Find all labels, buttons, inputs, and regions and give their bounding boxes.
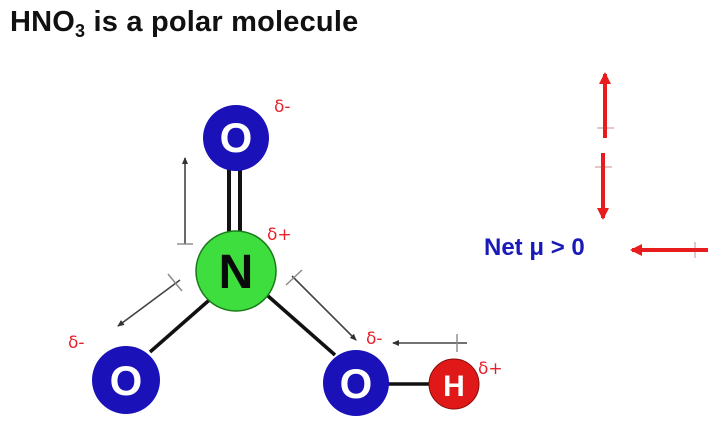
- bond-n-o-left: [148, 293, 217, 354]
- atom-n-symbol: N: [219, 246, 254, 299]
- charge-h: δ+: [478, 359, 503, 379]
- atom-n-center: N: [195, 230, 277, 312]
- atom-o-right: O: [323, 350, 389, 416]
- charge-o-right: δ-: [366, 329, 383, 349]
- net-resultant-arrow-left: [630, 242, 708, 258]
- title-formula: HNO: [10, 6, 76, 38]
- bond-n-o-right: [266, 294, 337, 357]
- charge-o-top: δ-: [274, 97, 291, 117]
- title-text: is a polar molecule: [85, 6, 359, 38]
- atom-h: H: [428, 358, 480, 410]
- atom-o-top-symbol: O: [220, 114, 253, 161]
- charge-o-left: δ-: [68, 333, 85, 353]
- dipole-arrow-down-left: [117, 273, 183, 327]
- bonds: [148, 168, 432, 386]
- dipole-arrow-up: [177, 157, 193, 245]
- dipole-arrow-down-right: [285, 269, 357, 341]
- atom-h-symbol: H: [443, 370, 465, 403]
- page-title: HNO3 is a polar molecule: [10, 6, 358, 42]
- resultant-arrow-up: [597, 72, 614, 138]
- atom-o-left-symbol: O: [110, 357, 143, 404]
- resultant-arrow-down: [595, 153, 612, 220]
- resultant-vectors: [595, 72, 708, 258]
- atom-o-left: O: [92, 346, 160, 414]
- atom-o-top: O: [203, 105, 269, 171]
- atom-o-right-symbol: O: [340, 360, 373, 407]
- bond-dipole-arrows: [117, 157, 467, 352]
- title-subscript: 3: [75, 21, 86, 41]
- net-dipole-label: Net μ > 0: [484, 234, 585, 261]
- charge-n: δ+: [267, 225, 292, 245]
- dipole-arrow-h-to-o: [392, 334, 467, 352]
